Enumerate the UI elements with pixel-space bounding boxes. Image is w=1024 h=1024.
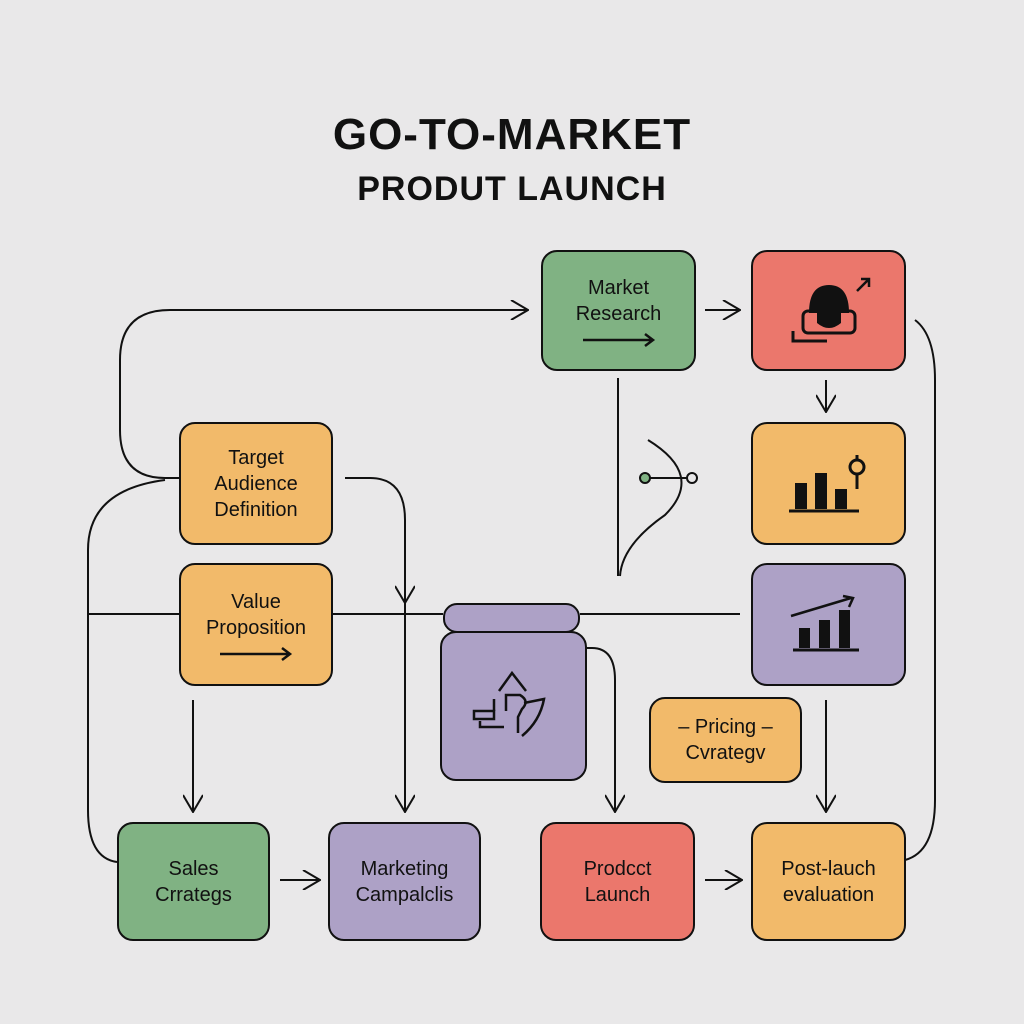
growth-chart-icon bbox=[790, 594, 859, 651]
node-growth-chart[interactable] bbox=[751, 563, 906, 686]
arrow-jar-to-launch bbox=[586, 647, 615, 812]
node-dot-left bbox=[639, 472, 651, 484]
node-dot-right bbox=[686, 472, 698, 484]
node-label: Prodcct bbox=[583, 857, 652, 880]
connector-target-to-jar bbox=[345, 477, 405, 603]
abstract-shapes-icon bbox=[472, 670, 546, 737]
node-marketing-campaigns[interactable]: Marketing Campalclis bbox=[328, 822, 481, 941]
node-label: Launch bbox=[584, 883, 651, 906]
node-target-audience[interactable]: Target Audience Definition bbox=[179, 422, 333, 545]
node-label: Post-lauch bbox=[781, 857, 876, 880]
node-label: Value bbox=[231, 590, 281, 613]
node-jar[interactable] bbox=[440, 631, 587, 781]
node-label: Target bbox=[228, 446, 284, 469]
node-label: Cvrategv bbox=[685, 742, 766, 764]
node-product-launch[interactable]: Prodcct Launch bbox=[540, 822, 695, 941]
node-bar-chart[interactable] bbox=[751, 422, 906, 545]
node-label: Proposition bbox=[205, 616, 307, 639]
connector-left-to-sales bbox=[87, 479, 166, 863]
connector-curve bbox=[619, 439, 683, 577]
arrow-right-icon bbox=[220, 646, 293, 661]
diagram-subtitle: PRODUT LAUNCH bbox=[357, 170, 667, 208]
node-label: Definition bbox=[214, 498, 298, 521]
diagram-title: GO-TO-MARKET bbox=[332, 110, 692, 159]
node-post-launch-evaluation[interactable]: Post-lauch evaluation bbox=[751, 822, 906, 941]
node-pricing-strategy[interactable]: – Pricing – Cvrategv bbox=[649, 697, 802, 783]
node-value-proposition[interactable]: Value Proposition bbox=[179, 563, 333, 686]
node-label: Market bbox=[587, 276, 650, 299]
node-label: evaluation bbox=[782, 883, 875, 906]
lock-person-icon bbox=[791, 277, 870, 342]
jar-lid bbox=[443, 603, 580, 633]
node-label: Marketing bbox=[360, 857, 449, 880]
connector-loop-to-market-research bbox=[119, 310, 528, 479]
node-red-icon[interactable] bbox=[751, 250, 906, 371]
node-label: Research bbox=[575, 302, 662, 325]
node-market-research[interactable]: Market Research bbox=[541, 250, 696, 371]
node-label: Audience bbox=[214, 472, 298, 495]
node-sales-strategy[interactable]: Sales Crrategs bbox=[117, 822, 270, 941]
node-label: – Pricing – bbox=[678, 716, 773, 738]
node-label: Crrategs bbox=[155, 883, 232, 906]
node-label: Campalclis bbox=[355, 883, 454, 906]
bar-chart-icon bbox=[788, 454, 865, 512]
node-label: Sales bbox=[168, 857, 219, 880]
connector-right-loop bbox=[904, 319, 936, 861]
arrow-right-icon bbox=[582, 332, 655, 347]
